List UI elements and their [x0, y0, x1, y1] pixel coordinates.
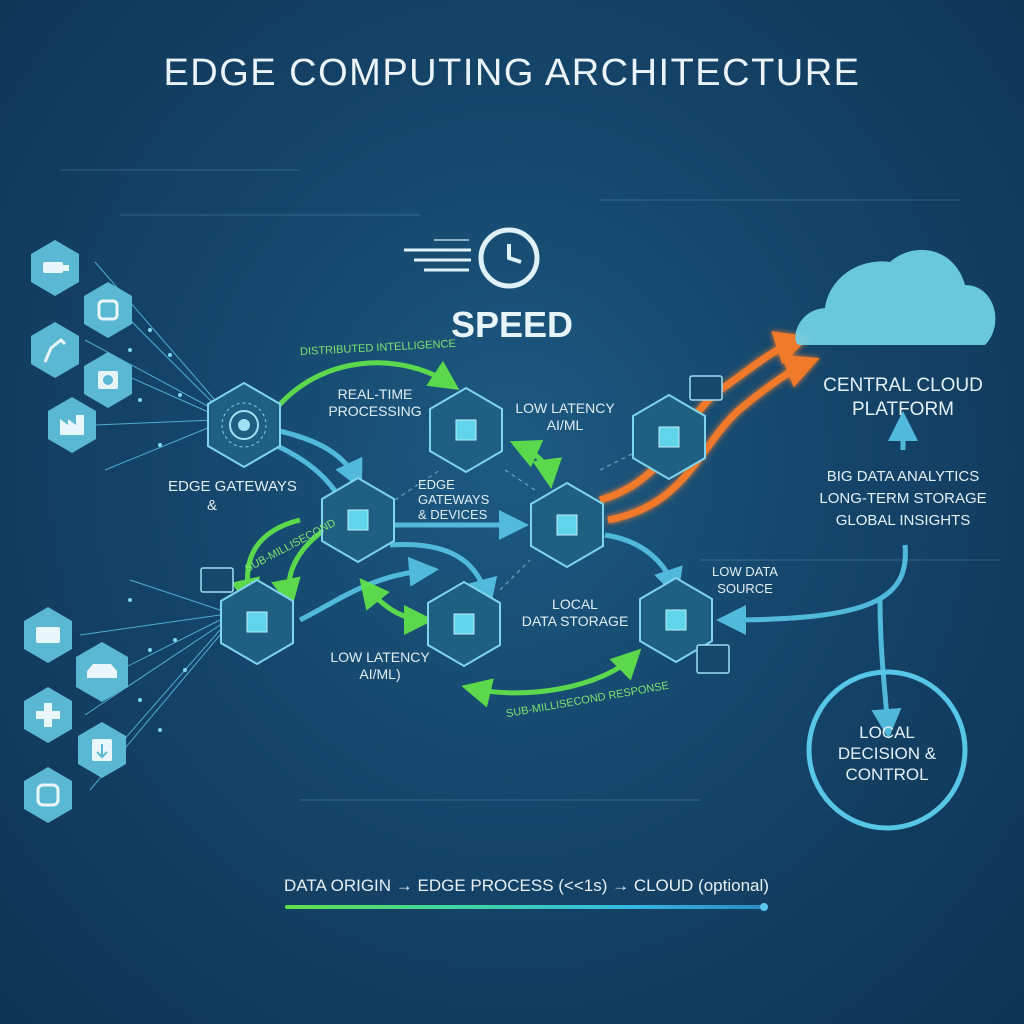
data-flow-caption: DATA ORIGIN → EDGE PROCESS (<<1s) → CLOU… [284, 876, 769, 895]
clock-icon [404, 227, 540, 289]
edge-node-chip-7 [639, 576, 713, 664]
background-streaks [60, 169, 1000, 801]
cloud-capabilities-list: BIG DATA ANALYTICS LONG-TERM STORAGE GLO… [803, 466, 1003, 532]
factory-icon [48, 397, 96, 453]
card-icon [24, 607, 72, 663]
edge-nodes [207, 381, 713, 668]
data-flow-endpoint [760, 903, 768, 911]
cloud-icon [795, 249, 996, 345]
label-edge-gateways: EDGE GATEWAYS [168, 478, 297, 495]
dashed-links [394, 449, 641, 591]
download-icon [78, 722, 126, 778]
device-icons [24, 240, 132, 823]
edge-node-chip-5 [220, 578, 294, 666]
smartwatch-icon [24, 767, 72, 823]
small-panels [200, 375, 730, 674]
robot-arm-icon [31, 322, 79, 378]
cloud-platform-title: CENTRAL CLOUD PLATFORM [823, 375, 983, 420]
panel-icon [689, 375, 723, 401]
panel-icon [200, 567, 234, 593]
label-real-time-processing: REAL-TIME PROCESSING [328, 386, 422, 419]
cloud-item: LONG-TERM STORAGE [819, 490, 987, 507]
car-icon [76, 642, 128, 702]
local-decision-label: LOCAL DECISION & CONTROL [837, 723, 937, 784]
edge-node-chip-3 [530, 481, 604, 569]
edge-node-chip-2 [321, 476, 395, 564]
sensor-icon [84, 282, 132, 338]
edge-node-chip-6 [427, 580, 501, 668]
local-decision-circle [806, 669, 968, 831]
label-low-latency-bottom: LOW LATENCY AI/ML) [330, 649, 430, 682]
cloud-item: GLOBAL INSIGHTS [835, 512, 971, 529]
edge-node-chip-4 [632, 393, 706, 481]
particle-dots [128, 328, 187, 732]
label-amp: & [207, 497, 218, 514]
edge-node-gateway [207, 381, 281, 469]
label-low-latency-top: LOW LATENCY AI/ML [515, 400, 615, 433]
speed-label: SPEED [450, 304, 574, 345]
speaker-icon [84, 352, 132, 408]
cloud-item: BIG DATA ANALYTICS [826, 468, 980, 485]
label-local-data-storage: LOCAL DATA STORAGE [521, 596, 629, 629]
camera-icon [31, 240, 79, 296]
edge-node-chip-1 [429, 386, 503, 474]
label-low-data-source: LOW DATA SOURCE [712, 564, 778, 596]
device-data-streams [79, 261, 221, 791]
data-flow-bar [285, 905, 765, 909]
page-title: EDGE COMPUTING ARCHITECTURE [163, 52, 861, 94]
medical-icon [24, 687, 72, 743]
label-edge-gateways-devices: EDGE GATEWAYS & DEVICES [418, 477, 490, 522]
panel-icon [696, 644, 730, 674]
